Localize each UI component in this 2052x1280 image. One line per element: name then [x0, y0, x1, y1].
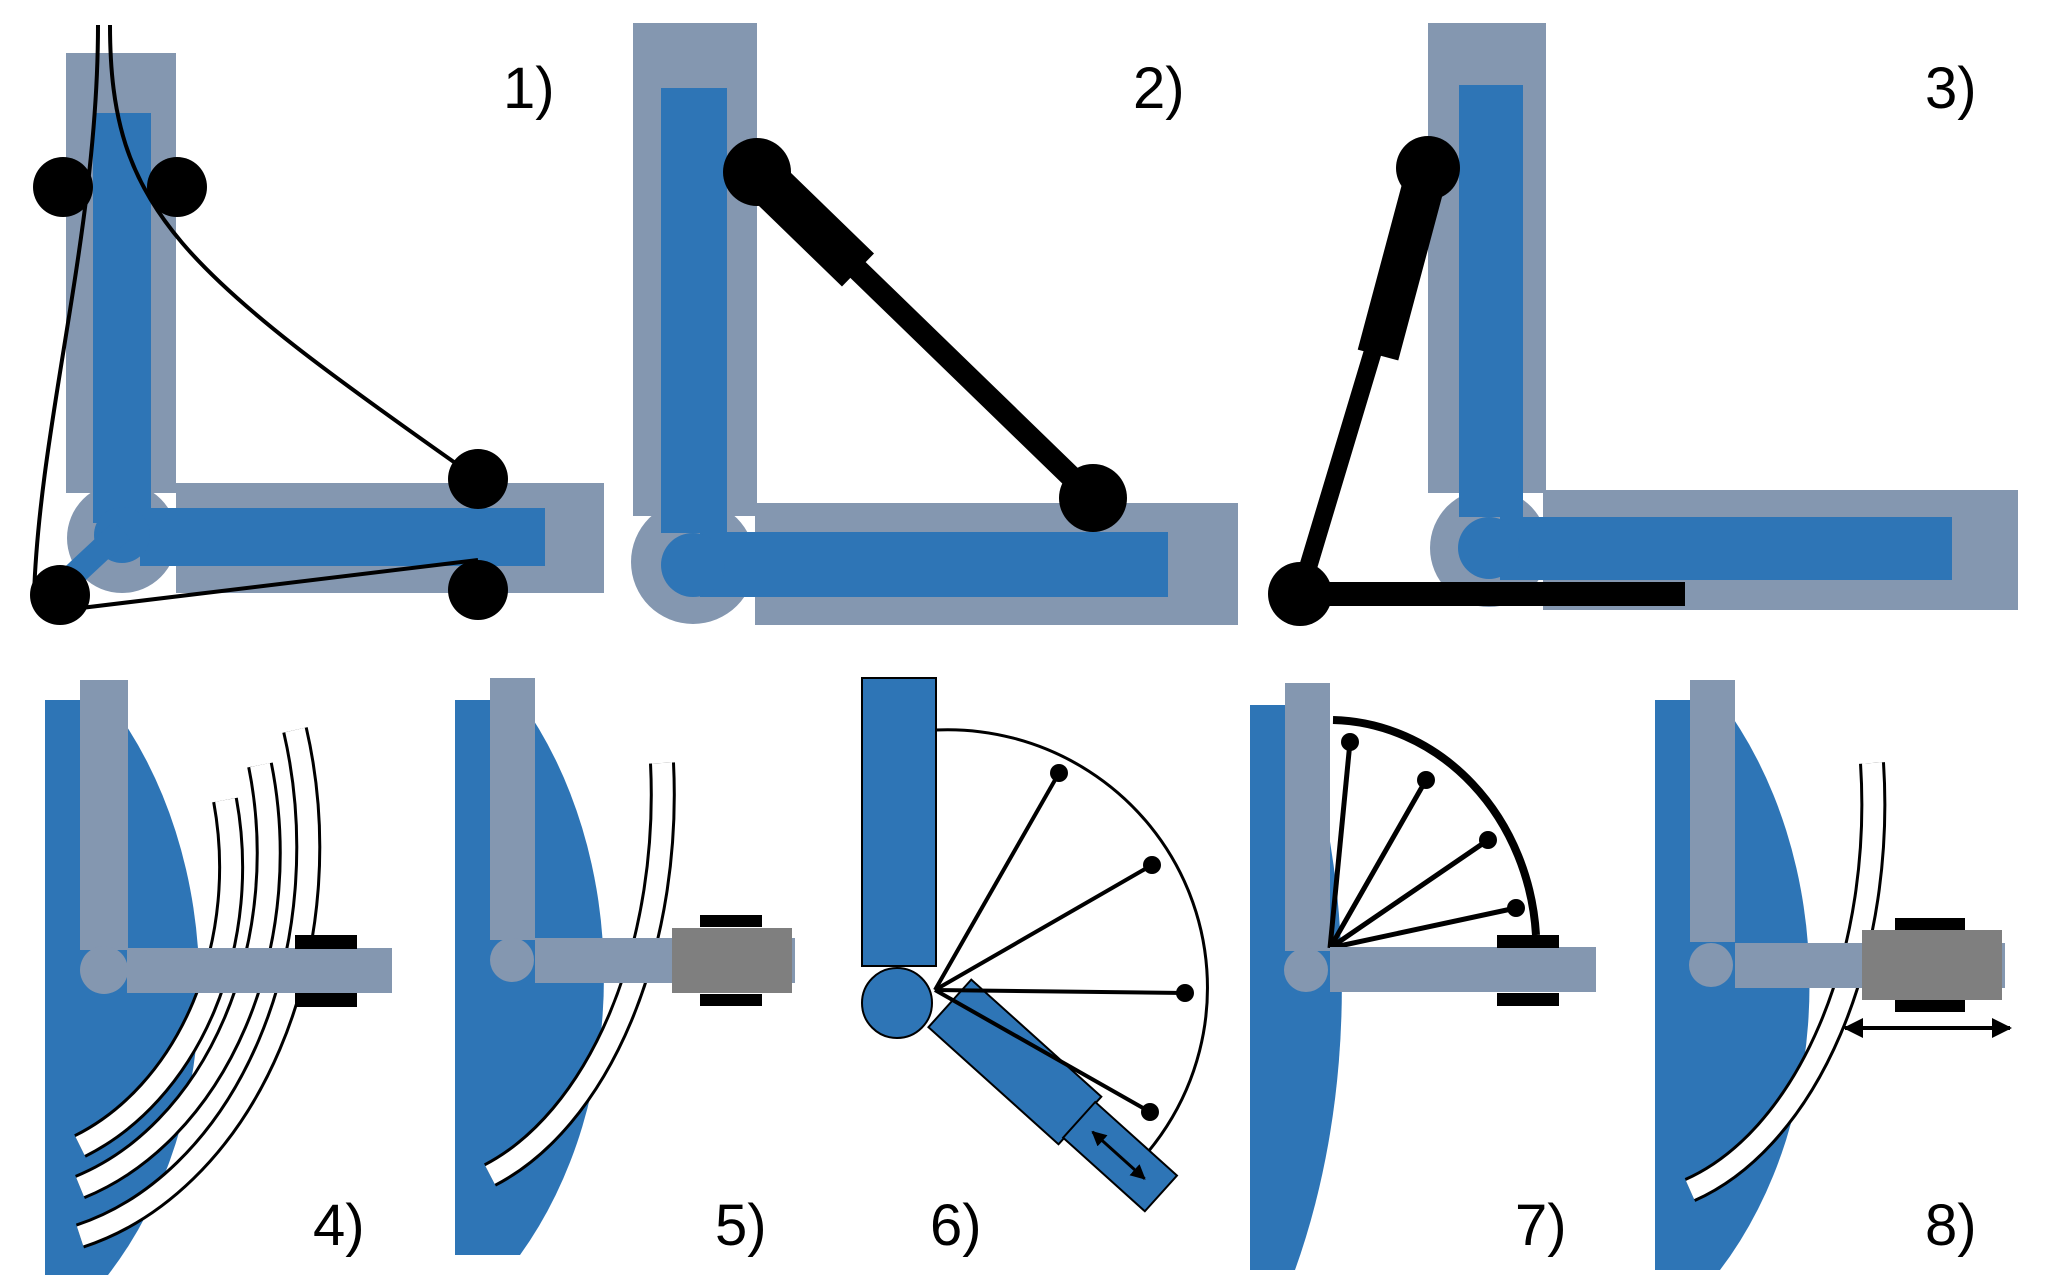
joint: [490, 938, 534, 982]
lower-link-inner: [140, 508, 545, 566]
carriage: [1862, 930, 2002, 1000]
anchor-4: [1507, 899, 1525, 917]
joint: [80, 946, 128, 994]
cable-1: [1327, 741, 1353, 949]
anchor-3: [1479, 831, 1497, 849]
lower-link: [127, 948, 392, 993]
panel-label: 3): [1925, 56, 1977, 121]
anchor-3: [1176, 984, 1194, 1002]
anchor-4: [1141, 1103, 1159, 1121]
panel-3: 3): [1268, 23, 2018, 626]
anchor-1: [1341, 733, 1359, 751]
panel-label: 2): [1133, 56, 1185, 121]
joint-inner: [1458, 517, 1520, 579]
slot-inner-fill: [75, 798, 242, 1155]
anchor-2: [1143, 856, 1161, 874]
actuator-cylinder: [1357, 162, 1449, 361]
panel-label: 4): [313, 1193, 365, 1258]
slider-bottom: [1895, 1000, 1965, 1012]
pulley-upper-left: [33, 157, 93, 217]
joint: [1689, 943, 1733, 987]
guide-arc: [934, 728, 1209, 1187]
cable-4: [934, 988, 1151, 1114]
anchor-1: [1050, 764, 1068, 782]
upper-link-inner: [93, 113, 151, 523]
panel-6: 6): [861, 677, 1209, 1258]
pulley-drive: [30, 565, 90, 625]
cable-left: [32, 24, 100, 596]
panel-1: 1): [30, 24, 604, 625]
slot-fill: [485, 762, 673, 1184]
panel-label: 7): [1515, 1193, 1567, 1258]
upper-link: [1285, 683, 1330, 951]
upper-link: [861, 677, 937, 967]
guide-arc: [1332, 716, 1540, 936]
lower-link: [1330, 947, 1596, 992]
cable-4: [1329, 905, 1517, 951]
upper-link: [490, 678, 535, 940]
cable-2: [1327, 778, 1429, 950]
cable-1: [933, 772, 1061, 991]
slider-top: [1497, 935, 1559, 948]
panel-8: 8): [1655, 680, 2012, 1270]
slider-bottom: [1497, 993, 1559, 1006]
actuator-mount-upper: [723, 138, 791, 206]
lower-link-inner: [1500, 517, 1952, 580]
slider-top: [295, 935, 357, 949]
slot-outer-fill: [76, 727, 319, 1246]
panel-label: 5): [715, 1193, 767, 1258]
panel-4: 4): [45, 680, 392, 1275]
upper-link: [80, 680, 128, 950]
panel-2: 2): [631, 23, 1238, 625]
cable-3: [1328, 837, 1490, 951]
joint: [1284, 948, 1328, 992]
cable-2: [934, 863, 1153, 992]
slider-bottom: [295, 993, 357, 1007]
panel-label: 8): [1925, 1193, 1977, 1258]
actuator-mount-lower: [1268, 562, 1332, 626]
lower-link-inner: [700, 532, 1168, 597]
slot-fill: [1685, 762, 1884, 1200]
slider-top: [700, 915, 762, 927]
cable-bottom: [47, 558, 479, 614]
pulley-upper-right: [147, 157, 207, 217]
upper-link: [1690, 680, 1735, 942]
slider-bottom: [700, 994, 762, 1006]
anchor-2: [1417, 771, 1435, 789]
actuator-mount-lower: [1059, 464, 1127, 532]
panel-5: 5): [455, 678, 795, 1258]
joint: [861, 967, 933, 1039]
lower-link-group: [927, 978, 1179, 1213]
cable-upper-to-right: [108, 24, 480, 481]
panel-7: 7): [1250, 683, 1596, 1270]
slider-top: [1895, 918, 1965, 930]
joint-inner: [661, 533, 725, 597]
extension-arrow: [1091, 1130, 1146, 1180]
panel-label: 1): [503, 56, 555, 121]
carriage: [672, 928, 792, 993]
pulley-lower-right-bottom: [448, 560, 508, 620]
slot-middle-fill: [76, 763, 279, 1197]
lower-link: [927, 978, 1103, 1146]
upper-link-inner: [1459, 85, 1523, 517]
cable-3: [934, 988, 1186, 995]
panel-label: 6): [930, 1193, 982, 1258]
actuator-mount-upper: [1396, 136, 1460, 200]
upper-link-inner: [661, 88, 727, 533]
